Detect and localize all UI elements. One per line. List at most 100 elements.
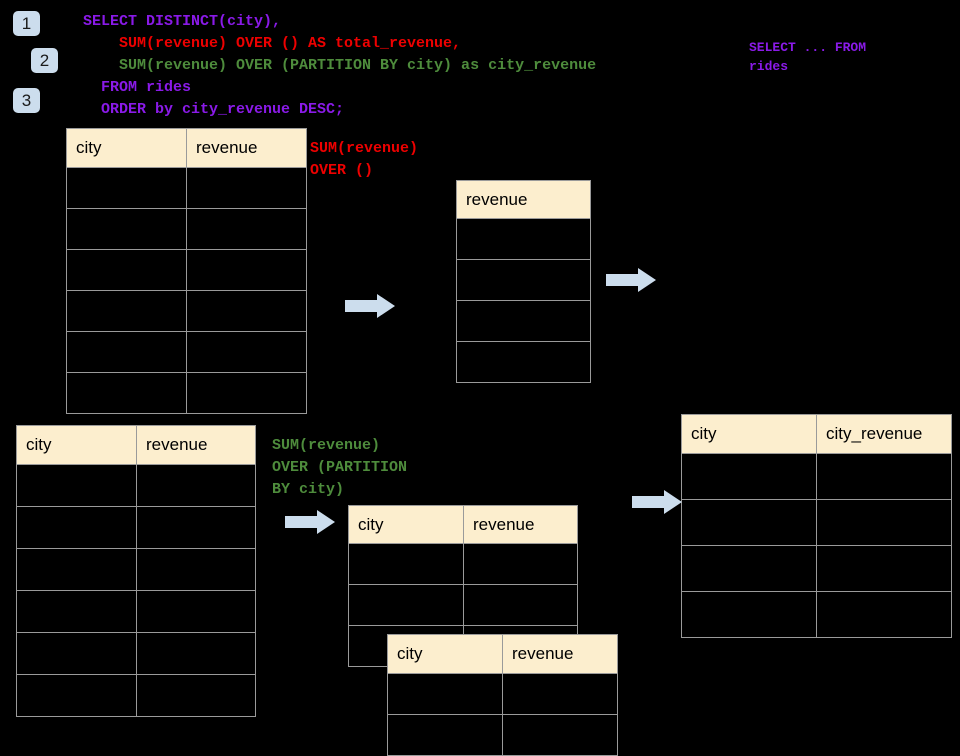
sql-line-order-by: ORDER by city_revenue DESC; — [83, 101, 345, 118]
table-row — [16, 674, 256, 717]
sql-line-city-revenue: SUM(revenue) OVER (PARTITION BY city) as… — [83, 57, 597, 74]
cell-city — [66, 331, 187, 373]
table-row — [66, 290, 307, 332]
cell-city — [681, 591, 817, 638]
table-header-row: city revenue — [16, 425, 256, 465]
table-header-row: city city_revenue — [681, 414, 952, 454]
cell-revenue — [186, 208, 307, 250]
table-row — [681, 545, 952, 592]
table-row — [681, 499, 952, 546]
cell-city-revenue — [816, 499, 952, 546]
cell-city — [66, 249, 187, 291]
cell-revenue — [136, 590, 256, 633]
table-row — [681, 591, 952, 638]
table-row — [348, 543, 578, 585]
column-header-city: city — [348, 505, 464, 544]
cell-revenue — [136, 632, 256, 675]
cell-city — [681, 545, 817, 592]
annotation-select-from-rides: SELECT ... FROM rides — [749, 40, 867, 74]
cell-city — [681, 453, 817, 500]
column-header-revenue: revenue — [456, 180, 591, 219]
table-row — [16, 548, 256, 591]
cell-city — [66, 290, 187, 332]
table-raw-rides-top: city revenue — [66, 128, 307, 414]
table-row — [348, 584, 578, 626]
cell-revenue — [136, 548, 256, 591]
table-row — [681, 453, 952, 500]
cell-city — [348, 543, 464, 585]
cell-revenue — [136, 506, 256, 549]
column-header-revenue: revenue — [502, 634, 618, 674]
cell-city-revenue — [816, 545, 952, 592]
cell-city — [66, 372, 187, 414]
step-badge-1: 1 — [13, 11, 40, 36]
table-row — [16, 464, 256, 507]
table-row — [456, 341, 591, 383]
cell-city — [387, 714, 503, 756]
cell-city — [16, 548, 137, 591]
diagram-canvas: 1 2 3 SELECT DISTINCT(city), SUM(revenue… — [13, 11, 952, 756]
cell-city — [348, 584, 464, 626]
cell-city — [16, 590, 137, 633]
table-row — [387, 673, 618, 715]
arrow-right-icon — [632, 490, 682, 514]
cell-revenue — [186, 249, 307, 291]
column-header-revenue: revenue — [136, 425, 256, 465]
table-row — [387, 714, 618, 756]
sql-line-from: FROM rides — [83, 79, 192, 96]
table-row — [66, 208, 307, 250]
cell-revenue — [186, 372, 307, 414]
column-header-city: city — [66, 128, 187, 168]
cell-revenue — [186, 290, 307, 332]
table-row — [456, 300, 591, 342]
cell-city — [66, 208, 187, 250]
cell-city — [387, 673, 503, 715]
table-row — [456, 218, 591, 260]
column-header-city: city — [681, 414, 817, 454]
cell-revenue — [186, 331, 307, 373]
column-header-revenue: revenue — [463, 505, 578, 544]
table-partition-back: city revenue — [348, 505, 578, 667]
arrow-right-icon — [285, 510, 335, 534]
cell-revenue — [502, 714, 618, 756]
table-raw-rides-bottom: city revenue — [16, 425, 256, 717]
cell-city — [16, 464, 137, 507]
table-row — [456, 259, 591, 301]
table-row — [66, 372, 307, 414]
cell-revenue — [456, 259, 591, 301]
cell-revenue — [136, 464, 256, 507]
table-row — [66, 249, 307, 291]
table-row — [16, 590, 256, 633]
sql-query-block: SELECT DISTINCT(city), SUM(revenue) OVER… — [83, 11, 596, 121]
column-header-revenue: revenue — [186, 128, 307, 168]
table-row — [16, 632, 256, 675]
cell-city — [16, 506, 137, 549]
cell-revenue — [456, 341, 591, 383]
step-badge-3: 3 — [13, 88, 40, 113]
cell-city-revenue — [816, 591, 952, 638]
table-row — [66, 331, 307, 373]
cell-revenue — [136, 674, 256, 717]
table-partition-front: city revenue — [387, 634, 618, 756]
table-header-row: city revenue — [387, 634, 618, 674]
sql-line-select: SELECT DISTINCT(city), — [83, 13, 282, 30]
arrow-right-icon — [606, 268, 656, 292]
cell-revenue — [502, 673, 618, 715]
column-header-city: city — [16, 425, 137, 465]
cell-city — [16, 674, 137, 717]
cell-city — [66, 167, 187, 209]
cell-revenue — [456, 218, 591, 260]
sql-line-total-revenue: SUM(revenue) OVER () AS total_revenue, — [83, 35, 462, 52]
cell-revenue — [456, 300, 591, 342]
arrow-right-icon — [345, 294, 395, 318]
cell-revenue — [186, 167, 307, 209]
cell-city-revenue — [816, 453, 952, 500]
table-row — [16, 506, 256, 549]
table-total-revenue: revenue — [456, 180, 591, 383]
cell-revenue — [463, 584, 578, 626]
annotation-sum-over-empty: SUM(revenue) OVER () — [310, 140, 419, 179]
annotation-sum-over-partition: SUM(revenue) OVER (PARTITION BY city) — [272, 437, 408, 498]
cell-revenue — [463, 543, 578, 585]
step-badge-2: 2 — [31, 48, 58, 73]
cell-city — [681, 499, 817, 546]
